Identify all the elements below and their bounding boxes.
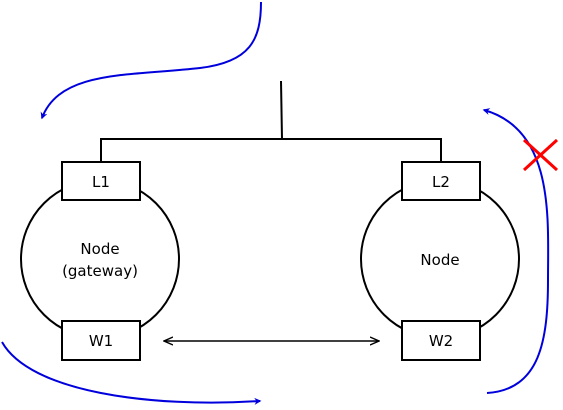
node-gateway: Node (gateway) [20,179,180,339]
port-l1: L1 [61,161,141,201]
node-gateway-circle [20,179,180,339]
port-w2-label: W2 [429,332,453,350]
node-gateway-label: Node [80,240,119,258]
port-w1: W1 [61,320,141,361]
port-l1-label: L1 [92,173,110,191]
node-right: Node [360,179,520,339]
port-w1-label: W1 [89,332,113,350]
port-l2-label: L2 [432,173,450,191]
port-l2-box [401,161,481,201]
node-right-label: Node [420,251,459,269]
port-w2-box [401,320,481,361]
lan-bus [100,80,442,162]
blocked-x-icon [522,138,559,172]
port-l1-box [61,161,141,201]
port-w2: W2 [401,320,481,361]
port-w1-box [61,320,141,361]
flow-arrow-top-left [40,1,262,120]
lan-uplink-line [280,80,283,140]
node-gateway-sublabel: (gateway) [62,262,138,280]
port-l2: L2 [401,161,481,201]
flow-arrow-bottom-left [1,341,262,405]
